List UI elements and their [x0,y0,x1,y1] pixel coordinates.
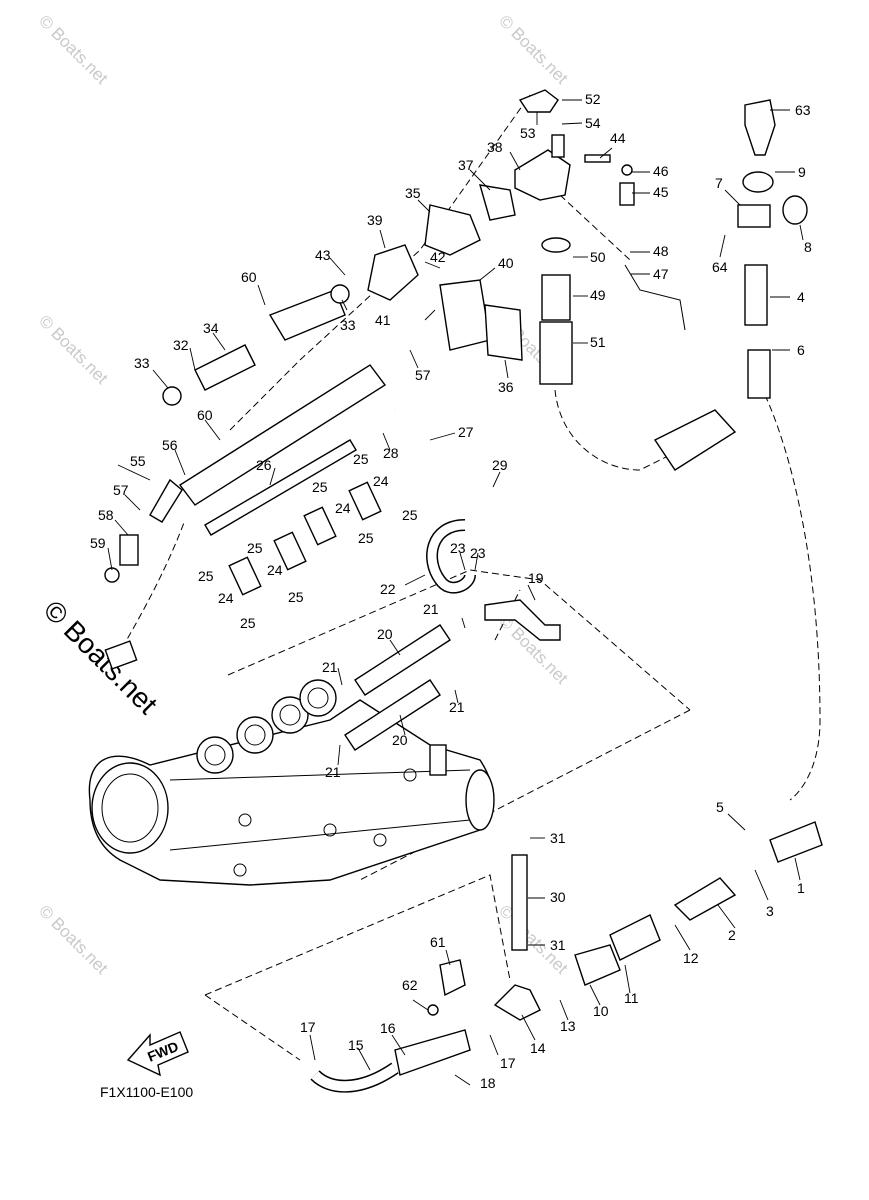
callout-21: 21 [325,764,341,780]
callout-17: 17 [500,1055,516,1071]
callout-5: 5 [716,799,724,815]
fwd-arrow-icon [126,1031,189,1077]
callout-23: 23 [450,540,466,556]
callout-36: 36 [498,379,514,395]
callout-60: 60 [241,269,257,285]
callout-28: 28 [383,445,399,461]
callout-25: 25 [312,479,328,495]
callout-11: 11 [624,990,639,1006]
callout-14: 14 [530,1040,546,1056]
callout-21: 21 [423,601,439,617]
callout-37: 37 [458,157,474,173]
callout-31: 31 [550,937,566,953]
watermark: © Boats.net [35,311,112,388]
watermark-large: © Boats.net [38,594,164,720]
callout-49: 49 [590,287,606,303]
callout-6: 6 [797,342,805,358]
hoses: FWD [104,89,823,1093]
callout-61: 61 [430,934,446,950]
exhaust-manifold [88,679,495,886]
callout-24: 24 [267,562,283,578]
callout-56: 56 [162,437,178,453]
callout-41: 41 [375,312,391,328]
callout-24: 24 [218,590,234,606]
callout-60: 60 [197,407,213,423]
diagram-code: F1X1100-E100 [100,1084,193,1100]
callout-8: 8 [804,239,812,255]
callout-29: 29 [492,457,508,473]
callout-21: 21 [322,659,338,675]
callout-24: 24 [373,473,389,489]
callout-numbers: 52 53 54 44 38 37 46 45 35 39 48 50 47 4… [90,91,812,1091]
callout-64: 64 [712,259,728,275]
callout-13: 13 [560,1018,576,1034]
callout-25: 25 [353,451,369,467]
callout-33: 33 [340,317,356,333]
callout-57: 57 [415,367,431,383]
callout-19: 19 [528,570,544,586]
callout-50: 50 [590,249,606,265]
callout-39: 39 [367,212,383,228]
callout-52: 52 [585,91,601,107]
callout-10: 10 [593,1003,609,1019]
callout-22: 22 [380,581,396,597]
callout-47: 47 [653,266,669,282]
callout-9: 9 [798,164,806,180]
callout-58: 58 [98,507,114,523]
callout-25: 25 [358,530,374,546]
callout-46: 46 [653,163,669,179]
watermark: © Boats.net [35,901,112,978]
callout-31: 31 [550,830,566,846]
callout-51: 51 [590,334,606,350]
callout-53: 53 [520,125,536,141]
watermark: © Boats.net [35,11,112,88]
callout-33: 33 [134,355,150,371]
callout-15: 15 [348,1037,364,1053]
callout-20: 20 [392,732,408,748]
callout-3: 3 [766,903,774,919]
watermark: © Boats.net [495,11,572,88]
callout-16: 16 [380,1020,396,1036]
callout-4: 4 [797,289,805,305]
callout-17: 17 [300,1019,316,1035]
callout-48: 48 [653,243,669,259]
callout-2: 2 [728,927,736,943]
callout-25: 25 [288,589,304,605]
callout-59: 59 [90,535,106,551]
callout-34: 34 [203,320,219,336]
callout-21: 21 [449,699,465,715]
callout-25: 25 [247,540,263,556]
callout-1: 1 [797,880,805,896]
callout-54: 54 [585,115,601,131]
callout-35: 35 [405,185,421,201]
callout-26: 26 [256,457,272,473]
callout-25: 25 [402,507,418,523]
callout-27: 27 [458,424,474,440]
callout-43: 43 [315,247,331,263]
callout-32: 32 [173,337,189,353]
callout-23: 23 [470,545,486,561]
callout-30: 30 [550,889,566,905]
callout-20: 20 [377,626,393,642]
callout-62: 62 [402,977,418,993]
callout-63: 63 [795,102,811,118]
callout-18: 18 [480,1075,496,1091]
callout-38: 38 [487,139,503,155]
callout-45: 45 [653,184,669,200]
leader-lines [107,99,804,1086]
callout-25: 25 [240,615,256,631]
callout-57: 57 [113,482,129,498]
callout-55: 55 [130,453,146,469]
callout-7: 7 [715,175,723,191]
callout-25: 25 [198,568,214,584]
callout-44: 44 [610,130,626,146]
callout-42: 42 [430,249,446,265]
callout-24: 24 [335,500,351,516]
callout-12: 12 [683,950,699,966]
callout-40: 40 [498,255,514,271]
